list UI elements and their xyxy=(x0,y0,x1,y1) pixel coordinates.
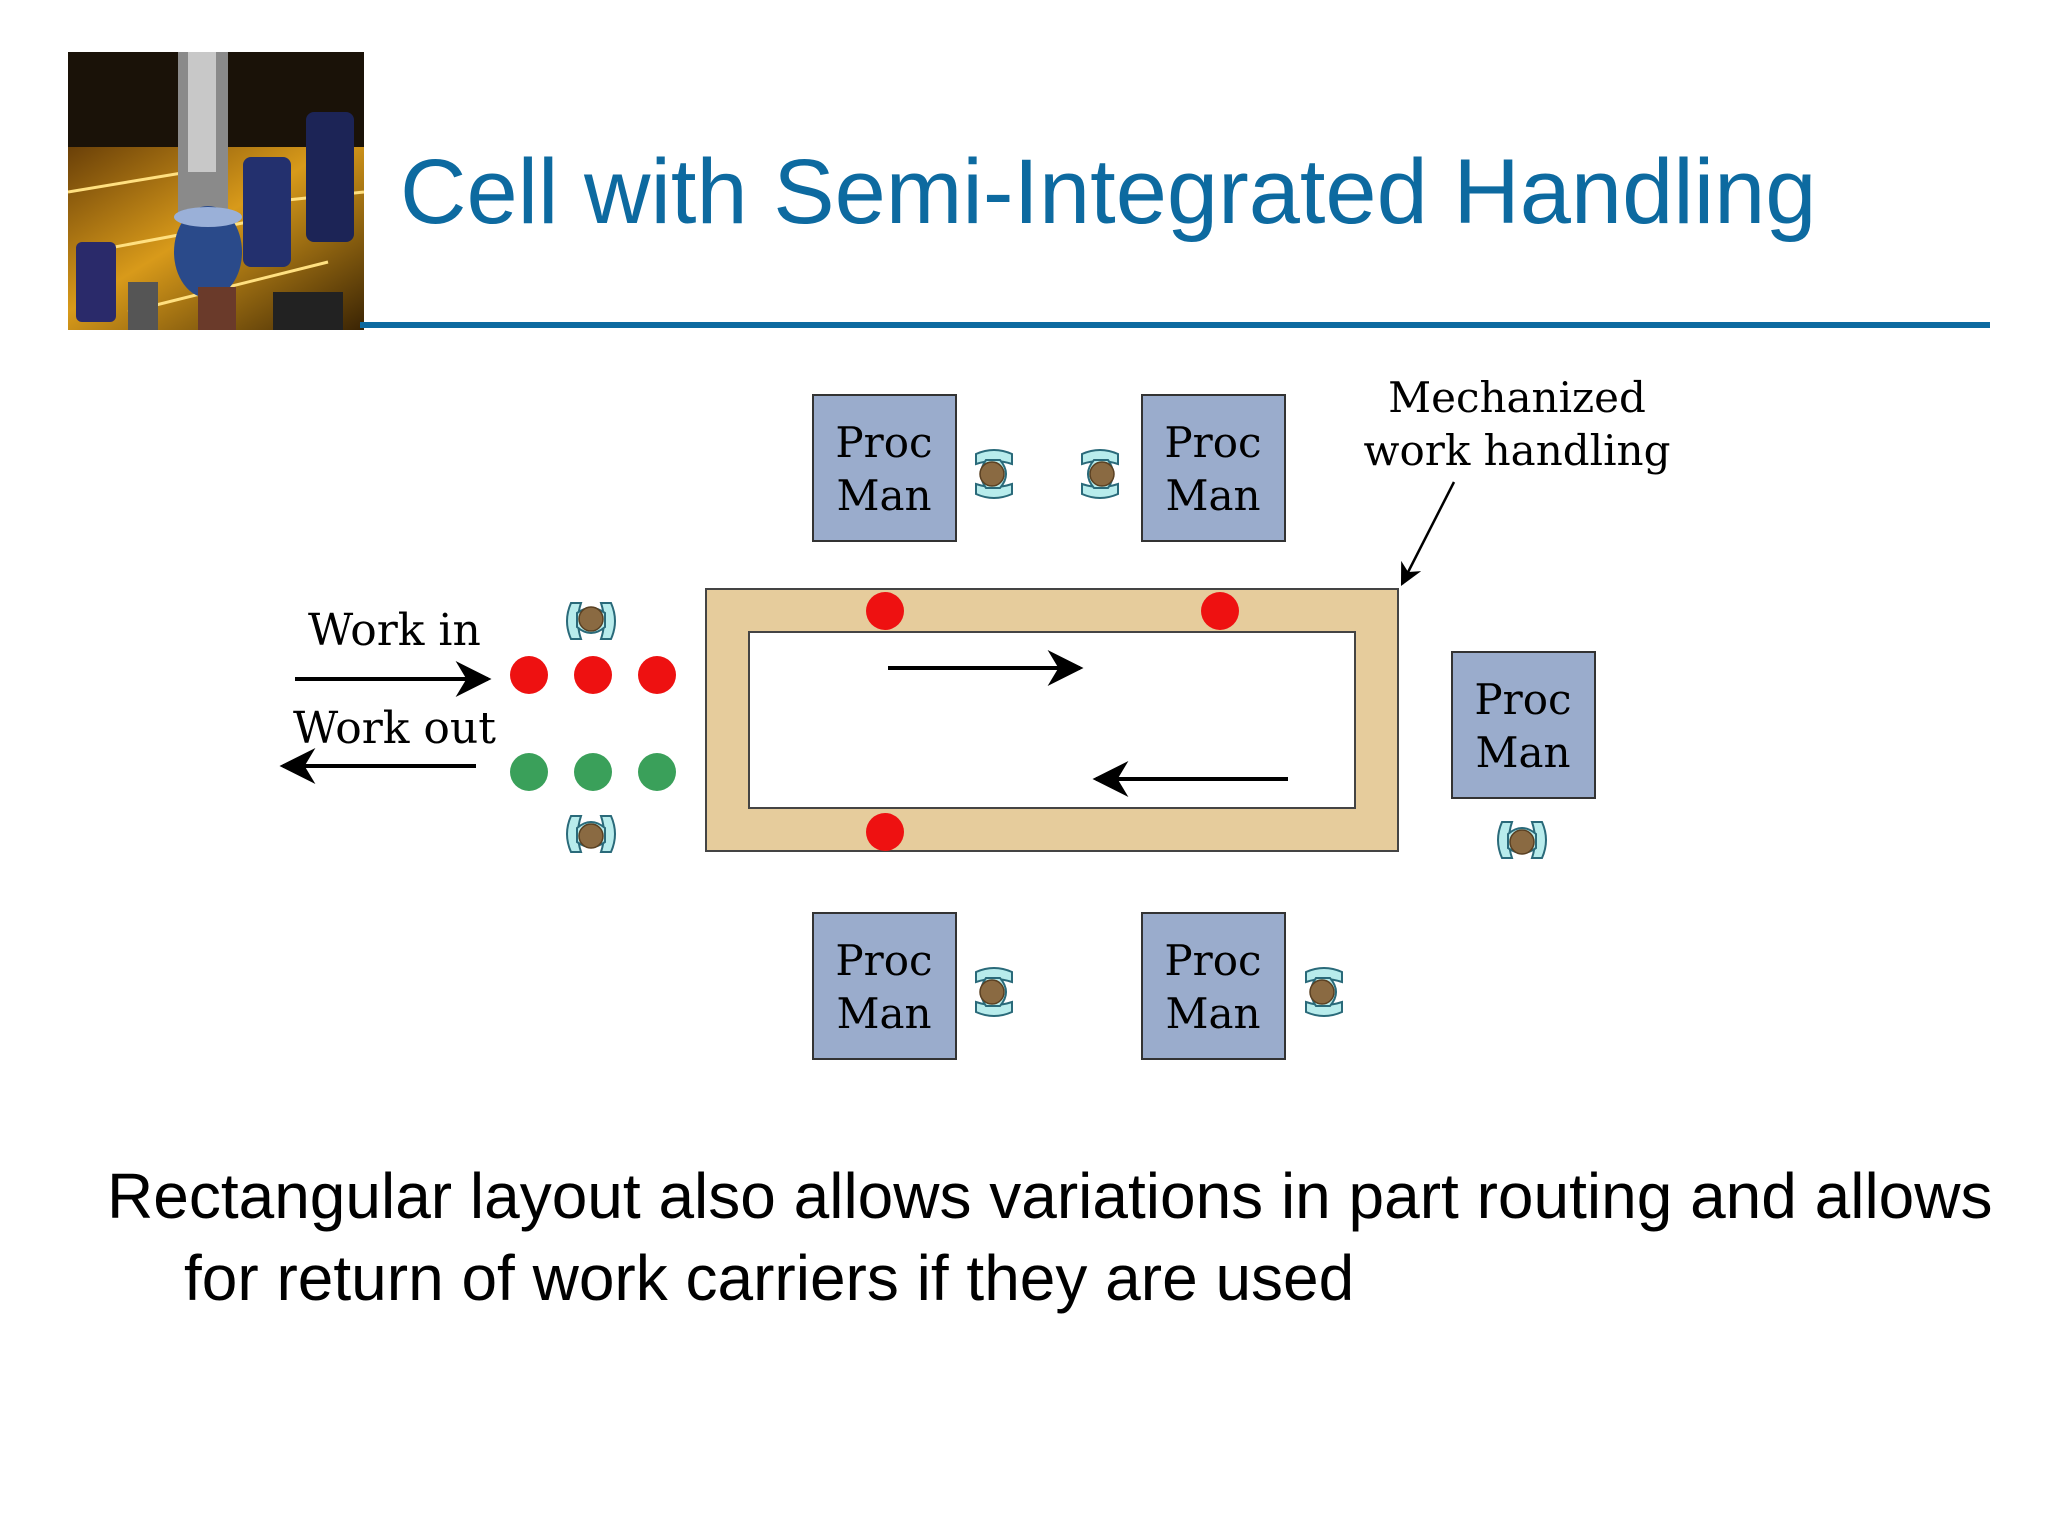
station-label: Man xyxy=(836,471,931,520)
worker-icon xyxy=(975,449,1013,499)
worker-icon xyxy=(1497,821,1547,859)
worker-icon xyxy=(566,815,616,853)
part-on-conveyor xyxy=(866,813,904,851)
conveyor-loop xyxy=(705,588,1399,852)
station-label: Proc xyxy=(1164,418,1261,467)
title-divider xyxy=(360,322,1990,328)
conveyor-label: Mechanized xyxy=(1388,373,1646,422)
station-label: Man xyxy=(1165,989,1260,1038)
part-out xyxy=(574,753,612,791)
station-top-right: Proc Man xyxy=(1141,394,1286,542)
station-label: Proc xyxy=(835,418,932,467)
work-out-label: Work out xyxy=(293,703,496,754)
worker-icon xyxy=(1081,449,1119,499)
station-bottom-left: Proc Man xyxy=(812,912,957,1060)
part-on-conveyor xyxy=(1201,592,1239,630)
station-right: Proc Man xyxy=(1451,651,1596,799)
station-bottom-right: Proc Man xyxy=(1141,912,1286,1060)
worker-icon xyxy=(1305,967,1343,1017)
slide-title: Cell with Semi-Integrated Handling xyxy=(400,141,1817,243)
worker-icon xyxy=(566,602,616,640)
part-on-conveyor xyxy=(866,592,904,630)
conveyor-pointer-arrow xyxy=(1400,481,1456,587)
worker-icon xyxy=(975,967,1013,1017)
station-label: Proc xyxy=(1164,936,1261,985)
station-label: Proc xyxy=(835,936,932,985)
station-label: Man xyxy=(1475,728,1570,777)
part-in xyxy=(638,656,676,694)
station-top-left: Proc Man xyxy=(812,394,957,542)
station-label: Man xyxy=(836,989,931,1038)
part-out xyxy=(510,753,548,791)
part-in xyxy=(510,656,548,694)
station-label: Proc xyxy=(1474,675,1571,724)
circuit-board-photo xyxy=(68,52,364,330)
conveyor-label: work handling xyxy=(1364,426,1671,475)
station-label: Man xyxy=(1165,471,1260,520)
work-in-label: Work in xyxy=(308,605,481,656)
part-in xyxy=(574,656,612,694)
part-out xyxy=(638,753,676,791)
body-text: Rectangular layout also allows variation… xyxy=(107,1160,1993,1314)
